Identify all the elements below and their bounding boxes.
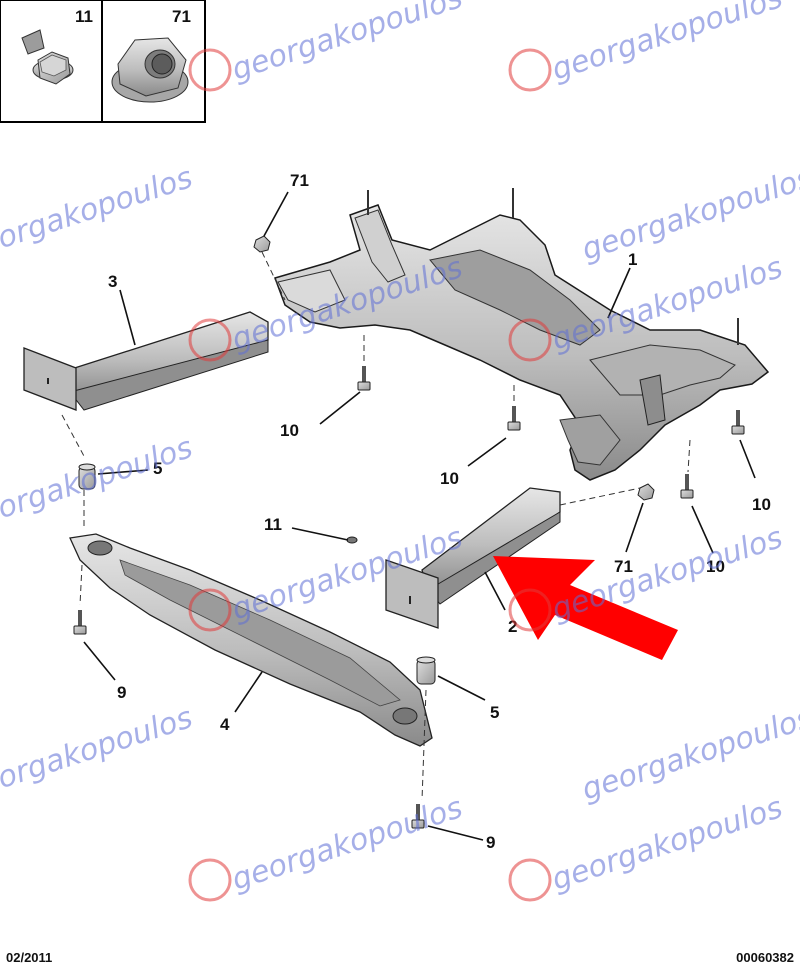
red-arrow-indicator <box>493 556 678 660</box>
watermark-text: georgakopoulos <box>0 160 197 267</box>
bushing-part-5-lower <box>416 656 436 685</box>
callout-4: 4 <box>220 715 230 734</box>
watermark-logo-icon: georgakopoulos <box>0 160 197 267</box>
bolt-part-9-upper <box>73 609 87 635</box>
watermark-text: georgakopoulos <box>578 700 800 807</box>
flange-nut-icon <box>111 37 189 103</box>
watermark-logo-icon: georgakopoulos <box>0 430 197 537</box>
watermark-text: georgakopoulos <box>548 0 787 88</box>
footer-date: 02/2011 <box>6 950 53 965</box>
callout-11: 11 <box>264 515 282 534</box>
callout-10-b: 10 <box>440 469 459 488</box>
callout-9-lower: 9 <box>486 833 495 852</box>
nut-part-71-upper <box>253 235 271 253</box>
watermark-logo-icon: georgakopoulos <box>188 0 467 92</box>
flange-bolt-icon <box>21 29 74 85</box>
watermark-logo-icon: georgakopoulos <box>578 160 800 267</box>
leader-lines <box>83 191 756 841</box>
parts-inset-box: 11 71 <box>0 0 206 123</box>
watermark-text: georgakopoulos <box>0 700 197 807</box>
watermark-logo-icon: georgakopoulos <box>0 700 197 807</box>
callout-10-d: 10 <box>706 557 725 576</box>
lower-brace-part-4 <box>69 533 433 747</box>
right-arm-part-2 <box>385 487 561 629</box>
callout-9-upper: 9 <box>117 683 126 702</box>
inset-label-11: 11 <box>75 7 93 26</box>
watermark-text: georgakopoulos <box>228 790 467 897</box>
callout-71-upper: 71 <box>290 171 309 190</box>
watermark-layer: georgakopoulos georgakopoulos georgakopo… <box>0 0 800 902</box>
bolt-part-10-d <box>680 473 694 499</box>
watermark-text: georgakopoulos <box>548 790 787 897</box>
assembly-lines <box>61 251 691 801</box>
callout-3: 3 <box>108 272 117 291</box>
bolt-part-10-c <box>731 409 745 435</box>
callout-5-lower: 5 <box>490 703 499 722</box>
callout-1: 1 <box>628 250 637 269</box>
watermark-logo-icon: georgakopoulos <box>188 790 467 902</box>
nut-part-71-lower <box>637 483 655 501</box>
bolt-part-10-b <box>507 405 521 431</box>
watermark-text: georgakopoulos <box>548 520 787 627</box>
footer-document-code: 00060382 <box>736 950 794 965</box>
watermark-text: georgakopoulos <box>0 430 197 537</box>
bushing-part-5-upper <box>78 463 96 490</box>
inset-label-71: 71 <box>172 7 191 26</box>
subframe-part-1 <box>274 188 770 481</box>
watermark-logo-icon: georgakopoulos <box>508 0 787 92</box>
watermark-logo-icon: georgakopoulos <box>508 790 787 902</box>
callout-10-a: 10 <box>280 421 299 440</box>
callout-2: 2 <box>508 617 517 636</box>
watermark-logo-icon: georgakopoulos <box>578 700 800 807</box>
callout-5-upper: 5 <box>153 459 162 478</box>
bolt-part-11 <box>346 536 358 544</box>
bolt-part-10-a <box>357 365 371 391</box>
callout-71-lower: 71 <box>614 557 633 576</box>
watermark-text: georgakopoulos <box>228 0 467 88</box>
watermark-text: georgakopoulos <box>578 160 800 267</box>
callout-10-c: 10 <box>752 495 771 514</box>
